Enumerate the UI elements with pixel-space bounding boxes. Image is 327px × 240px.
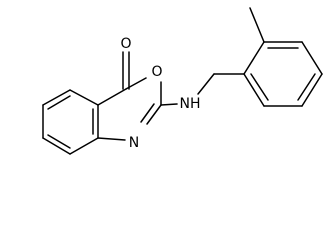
bond	[301, 73, 323, 107]
double-bond-inner	[250, 73, 269, 101]
fused-benzene-ring	[42, 89, 99, 155]
bond	[97, 88, 127, 106]
double-bond-inner	[47, 134, 71, 149]
bond	[42, 137, 71, 155]
methyl-bond	[249, 7, 265, 43]
carbonyl-oxygen-label: O	[120, 36, 131, 52]
double-bond-inner	[47, 95, 71, 110]
bond	[69, 137, 99, 155]
structure-canvas: O O N NH	[42, 7, 323, 155]
tolyl-ring	[243, 7, 323, 107]
ring-nitrogen-label: N	[129, 135, 139, 151]
double-bond-inner	[140, 103, 155, 123]
bond	[243, 41, 265, 75]
ring-oxygen-label: O	[151, 64, 162, 80]
bond	[42, 89, 71, 106]
bond	[160, 103, 178, 106]
structural-formula: O O N NH	[42, 7, 323, 155]
amine-linker	[160, 73, 245, 106]
double-bond-inner	[297, 73, 316, 101]
bond	[301, 41, 323, 75]
bond	[97, 137, 126, 141]
bond	[69, 89, 99, 106]
oxazinone-ring	[97, 51, 162, 141]
bond	[243, 73, 265, 107]
bond	[146, 104, 162, 125]
amine-nh-label: NH	[180, 96, 201, 112]
bond	[197, 73, 215, 95]
